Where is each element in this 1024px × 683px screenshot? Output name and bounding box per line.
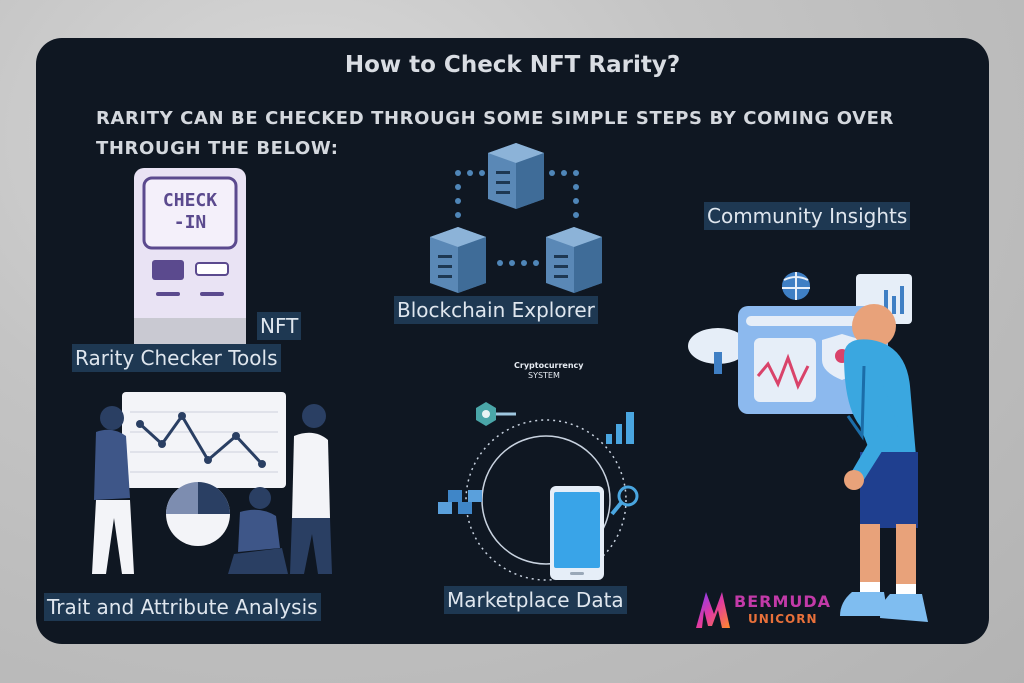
bermuda-unicorn-logo-icon: [696, 592, 730, 628]
check-in-kiosk-icon: CHECK -IN: [134, 168, 246, 344]
page-title: How to Check NFT Rarity?: [344, 52, 681, 78]
label-trait-attribute-analysis: Trait and Attribute Analysis: [44, 593, 321, 621]
blockchain-network-icon: [430, 143, 602, 293]
page-subtitle: Rarity can be checked through some simpl…: [96, 108, 895, 159]
label-blockchain-explorer: Blockchain Explorer: [394, 296, 598, 324]
label-nft: NFT: [257, 312, 302, 340]
logo-line1: BERMUDA: [734, 592, 832, 611]
logo-line2: UNICORN: [748, 612, 818, 626]
marketplace-phone-illustration: [438, 402, 639, 581]
kiosk-screen-text-1: CHECK: [163, 190, 217, 211]
crypto-caption-2: SYSTEM: [528, 371, 560, 380]
community-insights-illustration: [688, 272, 928, 622]
crypto-caption-1: Cryptocurrency: [514, 361, 584, 370]
label-rarity-checker-tools: Rarity Checker Tools: [72, 344, 281, 372]
infographic-card: How to Check NFT Rarity? Rarity can be c…: [36, 38, 989, 644]
label-marketplace-data: Marketplace Data: [444, 586, 627, 614]
label-community-insights: Community Insights: [704, 202, 911, 230]
trait-analysis-illustration: [92, 392, 332, 574]
kiosk-screen-text-2: -IN: [174, 212, 207, 233]
